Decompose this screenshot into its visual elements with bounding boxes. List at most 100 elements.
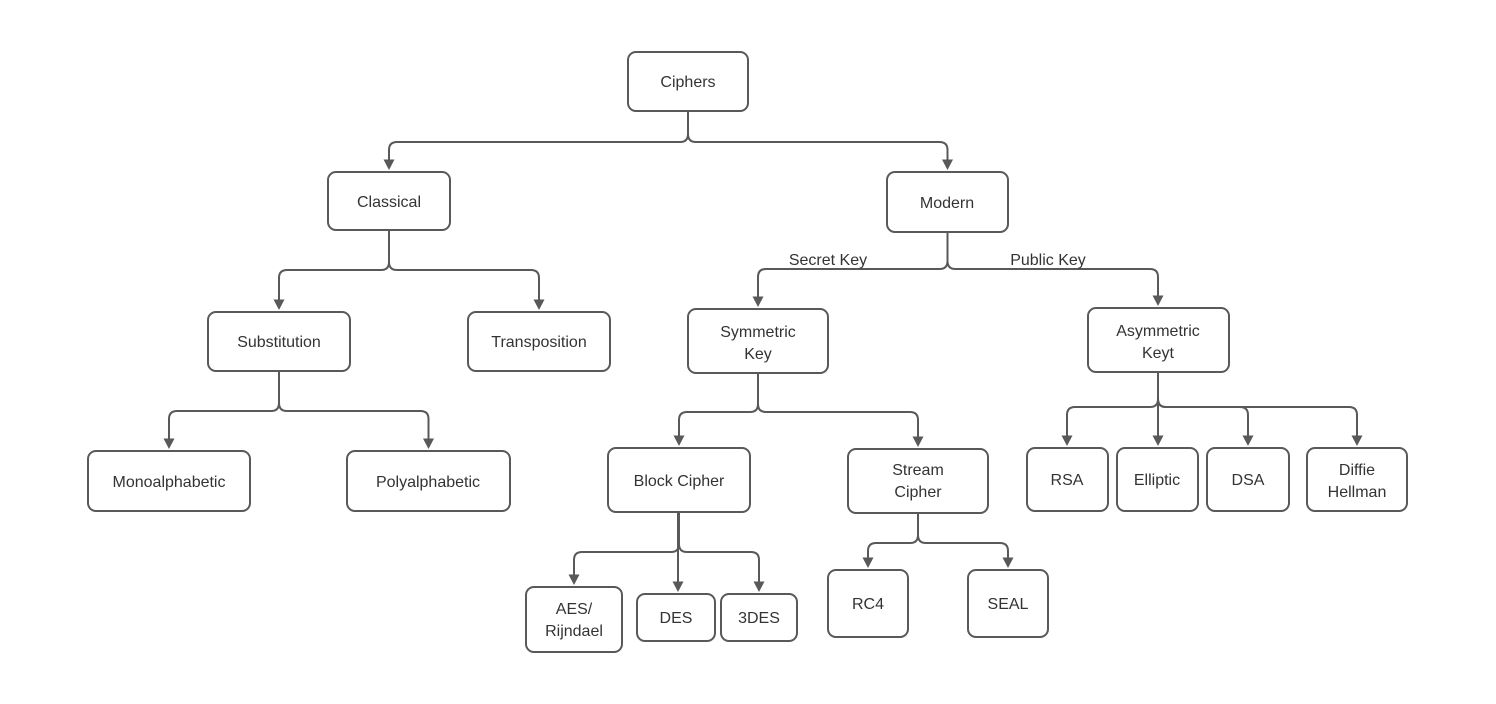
edge-asymmetric-diffie-hellman [1157, 371, 1358, 438]
edge-label-public-key: Public Key [1010, 252, 1086, 269]
node-stream-cipher-label-line1: Stream [892, 462, 944, 479]
arrowhead-diffie-hellman [1351, 435, 1363, 446]
node-transposition-label: Transposition [491, 334, 586, 351]
node-monoalphabetic-box [87, 450, 251, 512]
node-modern: Modern [886, 171, 1009, 233]
edge-label-secret-key: Secret Key [789, 252, 867, 269]
node-symmetric-key-box [687, 308, 829, 374]
node-aes-rijndael: AES/ Rijndael [525, 586, 623, 653]
edge-substitution-monoalphabetic [168, 370, 280, 441]
node-dsa: DSA [1206, 447, 1290, 512]
edge-asymmetric-dsa [1157, 371, 1249, 438]
arrowhead-aes-rijndael [568, 574, 580, 585]
edge-asymmetric-rsa [1066, 371, 1159, 438]
node-modern-label: Modern [920, 195, 974, 212]
node-symmetric-key-label-line1: Symmetric [720, 324, 796, 341]
node-stream-cipher-box [847, 448, 989, 514]
node-transposition: Transposition [467, 311, 611, 372]
node-3des: 3DES [720, 593, 798, 642]
node-elliptic-box [1116, 447, 1199, 512]
arrowhead-modern [942, 159, 953, 170]
node-asymmetric-key-label-line2: Keyt [1142, 345, 1175, 362]
node-des: DES [636, 593, 716, 642]
node-monoalphabetic-label: Monoalphabetic [113, 474, 226, 491]
node-polyalphabetic-label: Polyalphabetic [376, 474, 480, 491]
node-substitution: Substitution [207, 311, 351, 372]
edge-classical-transposition [388, 229, 540, 302]
node-diffie-hellman: Diffie Hellman [1306, 447, 1408, 512]
node-rsa-label: RSA [1051, 472, 1084, 489]
arrowhead-symmetric-key [752, 296, 764, 307]
node-stream-cipher: Stream Cipher [847, 448, 989, 514]
arrowhead-rsa [1061, 435, 1073, 446]
arrowhead-polyalphabetic [423, 438, 434, 449]
node-des-label: DES [660, 610, 693, 627]
node-classical-box [327, 171, 451, 231]
node-symmetric-key-label-line2: Key [744, 346, 772, 363]
arrowhead-dsa [1242, 435, 1254, 446]
node-3des-label: 3DES [738, 610, 780, 627]
node-rc4-box [827, 569, 909, 638]
edge-block-3des [678, 511, 760, 584]
node-block-cipher-box [607, 447, 751, 513]
arrowhead-monoalphabetic [163, 438, 175, 449]
edge-classical-substitution [278, 229, 390, 302]
edge-ciphers-modern [687, 110, 949, 162]
node-aes-rijndael-box [525, 586, 623, 653]
node-rc4-label: RC4 [852, 596, 884, 613]
edge-symmetric-stream-cipher [757, 372, 919, 439]
node-des-box [636, 593, 716, 642]
node-aes-rijndael-label-line2: Rijndael [545, 623, 603, 640]
node-aes-rijndael-label-line1: AES/ [556, 601, 593, 618]
node-transposition-box [467, 311, 611, 372]
arrowhead-stream-cipher [912, 436, 924, 447]
edge-ciphers-classical [388, 110, 689, 162]
node-ciphers-label: Ciphers [660, 74, 715, 91]
node-elliptic: Elliptic [1116, 447, 1199, 512]
arrowhead-rc4 [862, 557, 874, 568]
node-ciphers: Ciphers [627, 51, 749, 112]
edge-modern-asymmetric-key [946, 231, 1159, 298]
arrowhead-substitution [273, 299, 285, 310]
arrowhead-block-cipher [673, 435, 685, 446]
node-asymmetric-key: Asymmetric Keyt [1087, 307, 1230, 373]
node-diffie-hellman-label-line1: Diffie [1339, 462, 1375, 479]
node-diffie-hellman-box [1306, 447, 1408, 512]
node-seal-label: SEAL [988, 596, 1029, 613]
arrowhead-elliptic [1152, 435, 1164, 446]
arrowhead-asymmetric-key [1152, 295, 1164, 306]
node-rsa: RSA [1026, 447, 1109, 512]
node-substitution-box [207, 311, 351, 372]
node-elliptic-label: Elliptic [1134, 472, 1180, 489]
node-polyalphabetic: Polyalphabetic [346, 450, 511, 512]
node-block-cipher: Block Cipher [607, 447, 751, 513]
edge-stream-rc4 [867, 512, 919, 560]
arrowhead-des [672, 581, 684, 592]
edge-symmetric-block-cipher [678, 372, 759, 438]
edge-substitution-polyalphabetic [278, 370, 430, 441]
arrowhead-transposition [533, 299, 545, 310]
arrowhead-3des [753, 581, 765, 592]
node-block-cipher-label: Block Cipher [634, 473, 725, 490]
node-modern-box [886, 171, 1009, 233]
node-seal: SEAL [967, 569, 1049, 638]
node-asymmetric-key-box [1087, 307, 1230, 373]
node-diffie-hellman-label-line2: Hellman [1328, 484, 1387, 501]
node-ciphers-box [627, 51, 749, 112]
node-rsa-box [1026, 447, 1109, 512]
edge-block-aes-rijndael [573, 511, 680, 577]
node-symmetric-key: Symmetric Key [687, 308, 829, 374]
arrowhead-seal [1002, 557, 1014, 568]
node-substitution-label: Substitution [237, 334, 321, 351]
arrowhead-classical [383, 159, 395, 170]
node-classical: Classical [327, 171, 451, 231]
node-classical-label: Classical [357, 194, 421, 211]
edge-stream-seal [917, 512, 1009, 560]
node-stream-cipher-label-line2: Cipher [894, 484, 942, 501]
node-3des-box [720, 593, 798, 642]
node-polyalphabetic-box [346, 450, 511, 512]
node-dsa-box [1206, 447, 1290, 512]
node-monoalphabetic: Monoalphabetic [87, 450, 251, 512]
